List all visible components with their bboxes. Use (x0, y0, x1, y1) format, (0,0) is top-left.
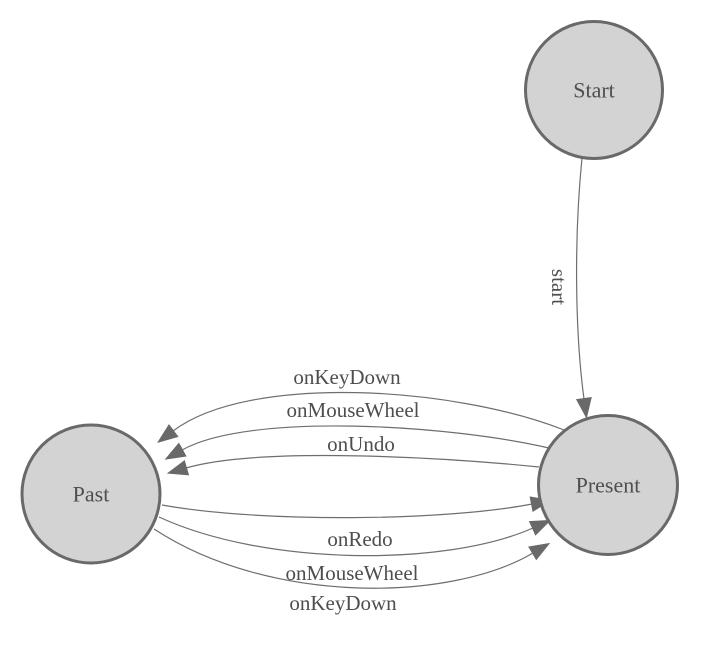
state-node-past (20, 423, 162, 565)
state-node-past-label: Past (73, 481, 110, 506)
state-node-start-label: Start (573, 77, 615, 102)
edge-past-to-present-onredo (161, 496, 552, 519)
state-node-present (537, 414, 679, 556)
state-node-start (524, 20, 664, 160)
edge-present-to-past-onundo-label: onUndo (327, 432, 395, 456)
edge-present-to-past-onmousewheel (164, 425, 550, 460)
state-node-present-label: Present (576, 472, 641, 497)
edge-past-to-present-onmousewheel-label: onMouseWheel (286, 561, 419, 585)
edge-present-to-past-onmousewheel-label: onMouseWheel (287, 398, 420, 422)
edge-start-to-present (575, 157, 592, 419)
edge-past-to-present-onkeydown-label: onKeyDown (289, 591, 397, 615)
edge-present-to-past-onundo (166, 454, 540, 476)
edge-past-to-present-onkeydown (153, 528, 551, 589)
edge-present-to-past-onkeydown (157, 391, 565, 444)
edge-past-to-present-onredo-label: onRedo (327, 527, 392, 551)
edge-start-to-present-label: start (547, 269, 571, 305)
edge-past-to-present-onmousewheel (158, 516, 552, 557)
edge-present-to-past-onkeydown-label: onKeyDown (293, 365, 401, 389)
